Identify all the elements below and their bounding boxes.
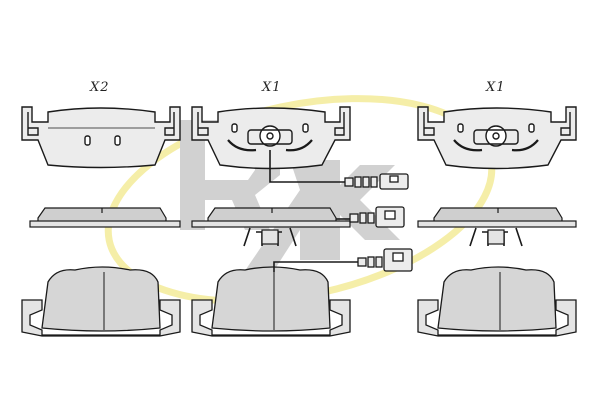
quantity-label-right: X1 (486, 80, 506, 95)
quantity-label-middle: X1 (262, 80, 282, 95)
left-pad-side-view (29, 207, 181, 228)
right-pad-top-view (417, 106, 577, 170)
right-pad-friction-view (417, 266, 577, 337)
wear-sensor-front (273, 248, 413, 272)
right-pad-side-view (417, 207, 577, 247)
middle-pad-top-view (191, 106, 351, 170)
wear-sensor-side (336, 206, 405, 228)
quantity-label-left: X2 (90, 80, 110, 95)
middle-pad-side-view (191, 207, 351, 247)
watermark-letter-l (225, 160, 400, 300)
middle-pad-friction-view (191, 266, 351, 337)
wear-sensor-top (269, 150, 409, 190)
left-pad-friction-view (21, 266, 181, 337)
left-pad-top-view (21, 106, 181, 169)
